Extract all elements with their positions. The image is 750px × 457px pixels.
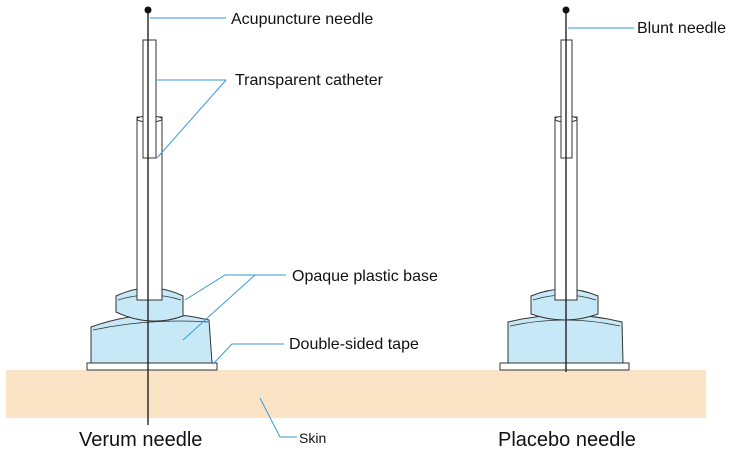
placebo-needle-head bbox=[562, 6, 570, 14]
verum-needle-assembly bbox=[86, 6, 218, 425]
leader-opaque-base bbox=[184, 274, 286, 301]
leader-skin bbox=[259, 397, 297, 438]
label-double-sided-tape: Double-sided tape bbox=[289, 336, 419, 353]
label-acupuncture-needle: Acupuncture needle bbox=[231, 11, 373, 28]
placebo-needle-assembly bbox=[499, 6, 630, 372]
leader-opaque-base-diag bbox=[182, 274, 256, 341]
verum-tape bbox=[86, 362, 218, 371]
verum-base-lower-curve bbox=[92, 320, 209, 331]
label-skin: Skin bbox=[299, 430, 326, 446]
placebo-tape bbox=[499, 362, 630, 371]
caption-verum-needle: Verum needle bbox=[79, 429, 202, 451]
verum-needle-head bbox=[144, 6, 152, 14]
leader-lines bbox=[150, 17, 634, 438]
caption-placebo-needle: Placebo needle bbox=[498, 429, 636, 451]
leader-double-sided-tape bbox=[212, 343, 284, 365]
label-blunt-needle: Blunt needle bbox=[637, 20, 726, 37]
label-transparent-catheter: Transparent catheter bbox=[235, 72, 384, 89]
skin-layer bbox=[6, 370, 706, 418]
verum-catheter bbox=[142, 39, 157, 159]
leader-transparent-catheter-diag bbox=[156, 79, 227, 159]
label-opaque-plastic-base: Opaque plastic base bbox=[292, 268, 438, 285]
